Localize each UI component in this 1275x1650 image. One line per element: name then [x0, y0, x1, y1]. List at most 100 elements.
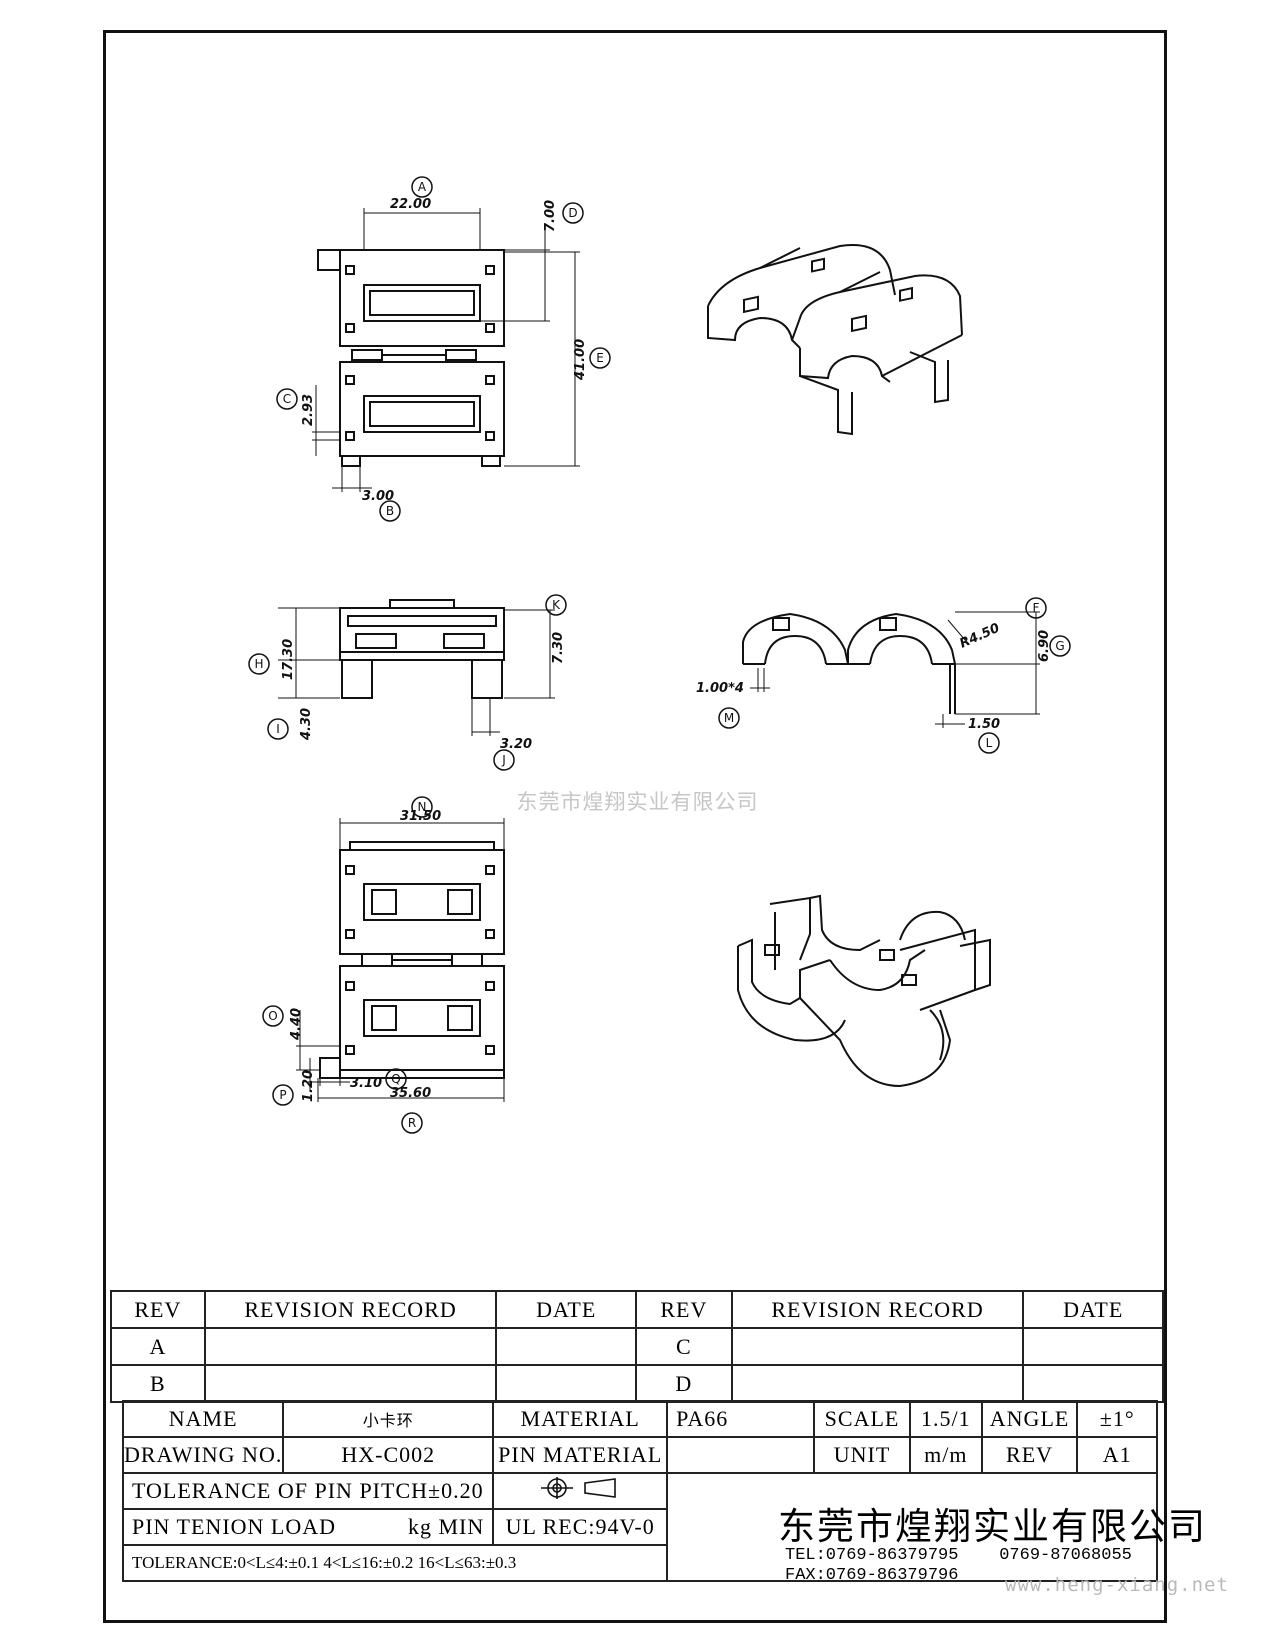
record-cell: [203, 1327, 498, 1366]
rev-header-right: REV: [634, 1290, 733, 1329]
rev-cell-a: A: [110, 1327, 206, 1366]
balloon-n-circle: [411, 796, 433, 818]
dim-e: 41.00: [573, 339, 588, 381]
balloon-d: D: [568, 206, 577, 220]
balloon-i-circle: [267, 718, 289, 740]
top-view: [312, 208, 580, 492]
tel: TEL:0769-86379795 0769-87068055: [785, 1546, 1132, 1565]
balloon-o-circle: [262, 1005, 284, 1027]
drawing-frame: [103, 30, 1167, 1623]
balloon-g: G: [1055, 639, 1064, 653]
material-value: PA66: [666, 1400, 816, 1438]
balloon-j: J: [501, 753, 506, 767]
dim-b: 3.00: [362, 489, 394, 504]
balloon-k: K: [552, 598, 561, 612]
date-header-right: DATE: [1022, 1290, 1164, 1329]
rev-cell-d: D: [634, 1364, 733, 1403]
dim-h: 17.30: [281, 639, 296, 680]
record-cell: [730, 1364, 1025, 1403]
balloon-h: H: [254, 657, 263, 671]
title-block: NAME 小卡环 MATERIAL PA66 SCALE 1.5/1 ANGLE…: [121, 1400, 1158, 1582]
record-cell: [730, 1327, 1025, 1366]
balloon-o: O: [268, 1009, 277, 1023]
dim-o: 4.40: [289, 1008, 304, 1041]
balloon-r: R: [408, 1116, 416, 1130]
rev-cell-b: B: [110, 1364, 206, 1403]
balloon-q-circle: [385, 1068, 407, 1090]
iso-view-bottom: [737, 894, 991, 1088]
ul-rec: UL REC:94V-0: [492, 1508, 669, 1546]
projection-symbol-cell: [492, 1472, 669, 1510]
dim-p: 1.20: [301, 1070, 316, 1102]
bottom-view: [296, 818, 505, 1102]
watermark-text: 东莞市煌翔实业有限公司: [516, 790, 759, 814]
balloon-m-circle: [718, 707, 740, 729]
company-cell: [666, 1472, 1158, 1582]
drawing-no-value: HX-C002: [282, 1436, 495, 1474]
dim-q: 3.10: [350, 1076, 382, 1091]
balloon-c: C: [283, 392, 291, 406]
projection-symbol-icon: [541, 1477, 616, 1499]
balloon-j-circle: [493, 749, 515, 771]
side-view: [742, 611, 1040, 728]
pin-material-label: PIN MATERIAL: [492, 1436, 669, 1474]
dim-d: 7.00: [543, 200, 558, 232]
dim-m: 1.00*4: [696, 681, 744, 696]
unit-label: UNIT: [813, 1436, 911, 1474]
dim-g: 6.90: [1037, 630, 1052, 662]
iso-view-top: [707, 244, 963, 436]
rev-label: REV: [980, 1436, 1079, 1474]
balloon-q: Q: [391, 1072, 400, 1086]
balloon-m: M: [724, 711, 734, 725]
balloon-r-circle: [401, 1112, 423, 1134]
company-name: 东莞市煌翔实业有限公司: [778, 1505, 1207, 1548]
balloon-c-circle: [276, 388, 298, 410]
website-watermark: www.heng-xiang.net: [1005, 1574, 1229, 1596]
balloon-f-circle: [1025, 597, 1047, 619]
balloon-b: B: [386, 504, 394, 518]
balloon-p: P: [279, 1088, 286, 1102]
dim-i: 4.30: [299, 708, 314, 741]
scale-value: 1.5/1: [908, 1400, 983, 1438]
dim-c: 2.93: [301, 394, 316, 426]
balloon-b-circle: [379, 500, 401, 522]
balloon-a-circle: [411, 176, 433, 198]
balloon-p-circle: [272, 1084, 294, 1106]
balloon-l: L: [986, 736, 993, 750]
name-label: NAME: [121, 1400, 285, 1438]
rev-value: A1: [1076, 1436, 1158, 1474]
pin-material-value: [666, 1436, 816, 1474]
balloon-d-circle: [562, 202, 584, 224]
pin-load-unit: kg MIN: [407, 1514, 485, 1539]
angle-label: ANGLE: [980, 1400, 1079, 1438]
name-value: 小卡环: [282, 1400, 495, 1438]
company-contact: TEL:0769-86379795 0769-87068055 FAX:0769…: [785, 1546, 1132, 1586]
balloon-h-circle: [248, 653, 270, 675]
angle-value: ±1°: [1076, 1400, 1158, 1438]
date-cell: [495, 1364, 637, 1403]
pin-load-cell: PIN TENION LOAD kg MIN: [121, 1508, 495, 1546]
rev-header-left: REV: [110, 1290, 206, 1329]
rev-cell-c: C: [634, 1327, 733, 1366]
fax: FAX:0769-86379796: [785, 1566, 959, 1585]
dim-k: 7.30: [551, 632, 566, 664]
tolerance-pitch: TOLERANCE OF PIN PITCH±0.20: [121, 1472, 495, 1510]
balloon-i: I: [276, 722, 280, 736]
unit-value: m/m: [908, 1436, 983, 1474]
balloon-n: N: [418, 800, 427, 814]
dim-a: 22.00: [390, 197, 431, 212]
dim-r: 35.60: [390, 1086, 431, 1101]
pin-load-label: PIN TENION LOAD: [132, 1514, 337, 1539]
balloon-a: A: [418, 180, 427, 194]
drawing-no-label: DRAWING NO.: [121, 1436, 285, 1474]
date-cell: [495, 1327, 637, 1366]
balloon-f: F: [1033, 601, 1040, 615]
tolerance-general: TOLERANCE:0<L≤4:±0.1 4<L≤16:±0.2 16<L≤63…: [121, 1544, 669, 1582]
record-cell: [203, 1364, 498, 1403]
balloon-e: E: [596, 351, 604, 365]
date-cell: [1022, 1327, 1164, 1366]
scale-label: SCALE: [813, 1400, 911, 1438]
record-header-right: REVISION RECORD: [730, 1290, 1025, 1329]
front-view: [278, 599, 555, 736]
date-cell: [1022, 1364, 1164, 1403]
